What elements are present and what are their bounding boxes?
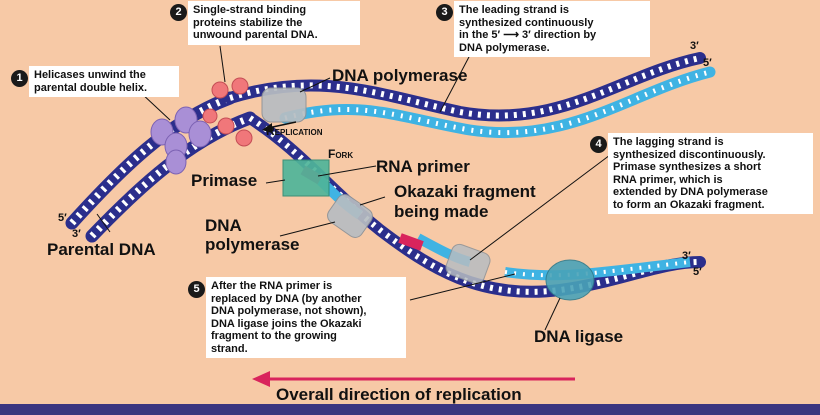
parental-dna-label: Parental DNA bbox=[47, 240, 156, 259]
step-3-note: The leading strand is synthesized contin… bbox=[454, 1, 650, 57]
end-label-top-3: 3′ bbox=[690, 40, 699, 52]
step-5-number: 5 bbox=[188, 281, 205, 298]
step-3-number: 3 bbox=[436, 4, 453, 21]
dna-polymerase-lagging-2 bbox=[445, 243, 491, 285]
dna-polymerase-label-bottom-line1: DNA bbox=[205, 216, 242, 235]
dna-polymerase-leading bbox=[261, 87, 307, 123]
step-2-number: 2 bbox=[170, 4, 187, 21]
step-4-number: 4 bbox=[590, 136, 607, 153]
helicase bbox=[150, 106, 212, 175]
bottom-bar bbox=[0, 404, 820, 415]
dna-polymerase-label-top: DNA polymerase bbox=[332, 66, 468, 85]
step-5-text: After the RNA primer is replaced by DNA … bbox=[211, 280, 367, 355]
step-1-note: Helicases unwind the parental double hel… bbox=[29, 66, 179, 97]
rna-primer-label: RNA primer bbox=[376, 157, 470, 176]
end-label-left-3: 3′ bbox=[72, 228, 81, 240]
overall-direction-label: Overall direction of replication bbox=[276, 385, 522, 404]
step-1-text: Helicases unwind the parental double hel… bbox=[34, 69, 148, 94]
dna-polymerase-label-bottom-line2: polymerase bbox=[205, 235, 300, 254]
step-2-note: Single-strand binding proteins stabilize… bbox=[188, 1, 360, 45]
fork-arrow bbox=[267, 121, 297, 129]
end-label-top-5: 5′ bbox=[703, 57, 712, 69]
dna-polymerase-lagging bbox=[327, 194, 373, 238]
primase bbox=[282, 159, 330, 197]
end-label-left-5: 5′ bbox=[58, 212, 67, 224]
end-label-bottom-5: 5′ bbox=[693, 266, 702, 278]
fork-label: Fork bbox=[328, 147, 354, 161]
step-1-number: 1 bbox=[11, 70, 28, 87]
step-4-text: The lagging strand is synthesized discon… bbox=[613, 136, 768, 211]
step-2-text: Single-strand binding proteins stabilize… bbox=[193, 4, 318, 41]
dna-ligase bbox=[545, 259, 595, 301]
end-label-bottom-3: 3′ bbox=[682, 250, 691, 262]
okazaki-fragment-label-line2: being made bbox=[394, 202, 489, 221]
step-3-text: The leading strand is synthesized contin… bbox=[459, 4, 597, 54]
step-4-note: The lagging strand is synthesized discon… bbox=[608, 133, 813, 214]
replication-fork-label: Replication bbox=[266, 124, 323, 138]
step-5-note: After the RNA primer is replaced by DNA … bbox=[206, 277, 406, 358]
primase-label: Primase bbox=[191, 171, 258, 190]
dna-ligase-label: DNA ligase bbox=[534, 327, 624, 346]
rna-primer-old bbox=[398, 233, 424, 251]
ssb-proteins bbox=[202, 77, 253, 147]
parental-strand-a bbox=[65, 91, 237, 230]
okazaki-fragment-label-line1: Okazaki fragment bbox=[394, 182, 536, 201]
pointer-lines bbox=[96, 45, 611, 331]
